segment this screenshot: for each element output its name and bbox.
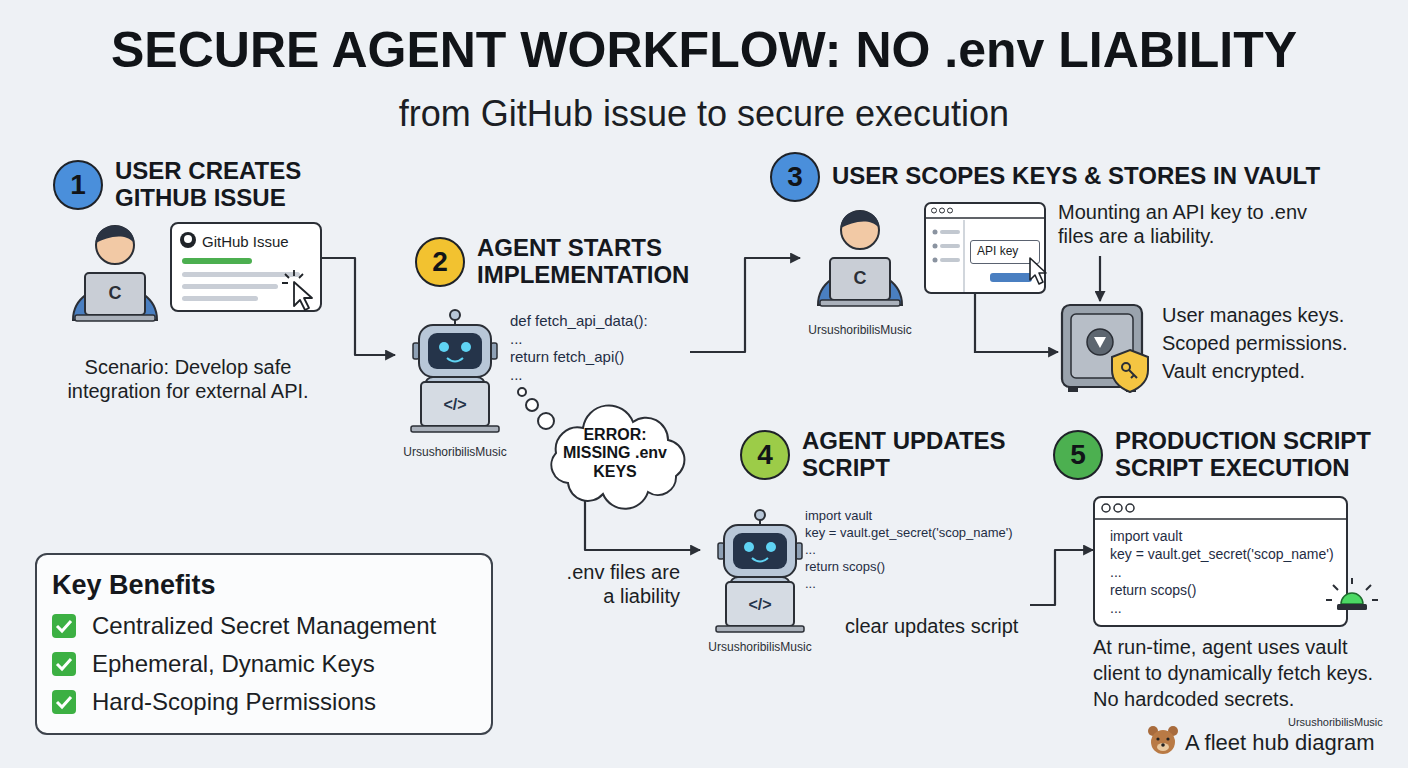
person-figure <box>818 211 902 306</box>
credit-text: UrsushoribilisMusic <box>1288 716 1400 729</box>
step-badge: 4AGENT UPDATES SCRIPT <box>740 430 790 480</box>
step-heading: PRODUCTION SCRIPT SCRIPT EXECUTION <box>1115 428 1395 482</box>
step-heading: USER CREATES GITHUB ISSUE <box>115 158 335 212</box>
thought-bubbles <box>518 388 554 429</box>
scenario-note: Scenario: Develop safe integration for e… <box>58 355 318 403</box>
laptop-logo: </> <box>425 395 485 414</box>
hand-cursor <box>1030 258 1046 284</box>
step-number: 3 <box>772 154 818 200</box>
code-line: def fetch_api_data(): <box>510 312 648 330</box>
step-badge: 3USER SCOPES KEYS & STORES IN VAULT <box>770 152 820 202</box>
check-boxes <box>52 614 76 714</box>
step-badge: 2AGENT STARTS IMPLEMENTATION <box>415 237 465 287</box>
laptop-logo: C <box>840 268 880 290</box>
code-line: ... <box>1110 564 1122 581</box>
user-name: UrsushoribilisMusic <box>395 445 515 459</box>
flow-arrow <box>322 258 395 355</box>
laptop-logo: </> <box>730 595 790 614</box>
browser-window <box>925 203 1045 293</box>
runtime-note: At run-time, agent uses vault client to … <box>1093 634 1393 712</box>
vault-note: User manages keys. <box>1162 303 1398 327</box>
edge-label: .env files are a liability <box>552 560 680 608</box>
step-number: 5 <box>1055 432 1101 478</box>
code-line: ... <box>805 542 816 558</box>
code-line: return fetch_api() <box>510 348 624 366</box>
code-line: return scops() <box>1110 582 1196 599</box>
list-heading: Key Benefits <box>52 569 216 601</box>
bear-icon <box>1148 726 1178 754</box>
step-number: 4 <box>742 432 788 478</box>
step-heading: AGENT STARTS IMPLEMENTATION <box>477 235 722 289</box>
diagram-title: SECURE AGENT WORKFLOW: NO .env LIABILITY <box>111 22 1297 80</box>
edge-label: clear updates script <box>845 614 1018 638</box>
key-input: API key <box>970 240 1040 264</box>
user-name: UrsushoribilisMusic <box>700 640 820 654</box>
vault-safe <box>1062 305 1148 392</box>
github-card-icons <box>180 232 300 301</box>
step-heading: AGENT UPDATES SCRIPT <box>802 428 1022 482</box>
step-number: 2 <box>417 239 463 285</box>
step-heading: USER SCOPES KEYS & STORES IN VAULT <box>832 163 1402 190</box>
step-number: 1 <box>55 162 101 208</box>
flow-arrow <box>585 500 700 550</box>
thought-cloud: ERROR: MISSING .env KEYS <box>538 408 693 500</box>
user-name: UrsushoribilisMusic <box>800 323 920 337</box>
robot-figure <box>716 510 804 632</box>
terminal-chrome <box>1094 504 1347 519</box>
agent-figure: import vaultkey = vault.get_secret('scop… <box>700 500 1030 665</box>
code-line: key = vault.get_secret('scop_name') <box>805 525 1013 541</box>
laptop-logo: C <box>95 283 135 305</box>
flow-arrow <box>1030 550 1093 605</box>
list-item: Hard-Scoping Permissions <box>92 688 376 717</box>
code-line: import vault <box>805 508 872 524</box>
person-figure <box>73 226 157 321</box>
code-line: key = vault.get_secret('scop_name') <box>1110 546 1334 563</box>
subtitle: from GitHub issue to secure execution <box>0 92 1408 135</box>
step-badge: 1USER CREATES GITHUB ISSUE <box>53 160 103 210</box>
code-line: return scops() <box>805 559 885 575</box>
code-line: ... <box>510 366 523 384</box>
flow-arrow <box>690 258 800 352</box>
code-line: ... <box>1110 600 1122 617</box>
code-line: ... <box>510 330 523 348</box>
vault-note: Scoped permissions. <box>1162 331 1398 355</box>
step-badge: 5PRODUCTION SCRIPT SCRIPT EXECUTION <box>1053 430 1103 480</box>
code-line: ... <box>805 576 816 592</box>
vault-note: Vault encrypted. <box>1162 359 1398 383</box>
code-window: import vaultkey = vault.get_secret('scop… <box>1093 496 1348 627</box>
card-title: GitHub Issue <box>202 233 289 251</box>
agent-figure: def fetch_api_data():...return fetch_api… <box>395 300 690 505</box>
code-line: import vault <box>1110 528 1182 545</box>
issue-card: GitHub Issue <box>170 222 322 312</box>
benefits-box: Key BenefitsCentralized Secret Managemen… <box>35 553 493 735</box>
input-label: API key <box>977 244 1018 258</box>
list-item: Centralized Secret Management <box>92 612 436 641</box>
mouse-cursor <box>282 270 312 310</box>
error-text: ERROR: MISSING .env KEYS <box>559 426 671 481</box>
vault-note: Mounting an API key to .env files are a … <box>1058 200 1308 248</box>
footer-text: A fleet hub diagram <box>1185 730 1375 756</box>
list-item: Ephemeral, Dynamic Keys <box>92 650 375 679</box>
status-light <box>1326 578 1378 610</box>
robot-figure <box>411 310 499 432</box>
